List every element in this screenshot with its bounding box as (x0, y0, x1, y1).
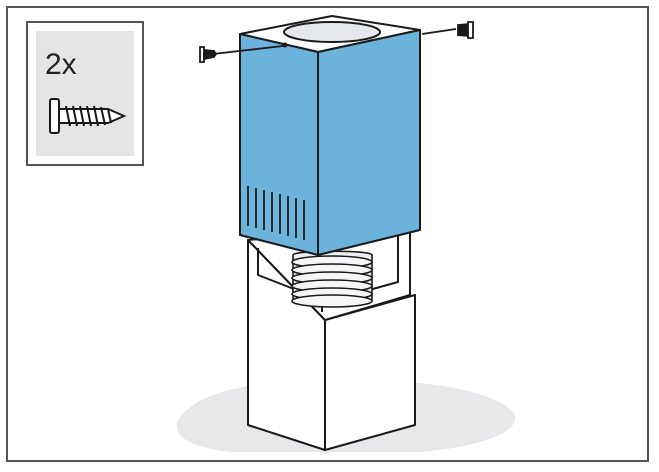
quantity-label: 2x (45, 48, 77, 81)
parts-callout: 2x (26, 21, 144, 166)
upper-cover (239, 15, 421, 256)
screw-icon (49, 98, 127, 134)
duct-hose (291, 250, 373, 308)
screw-right (421, 21, 474, 39)
figure-frame (6, 6, 649, 462)
screw-left (199, 45, 284, 63)
parts-callout-background: 2x (36, 31, 134, 156)
